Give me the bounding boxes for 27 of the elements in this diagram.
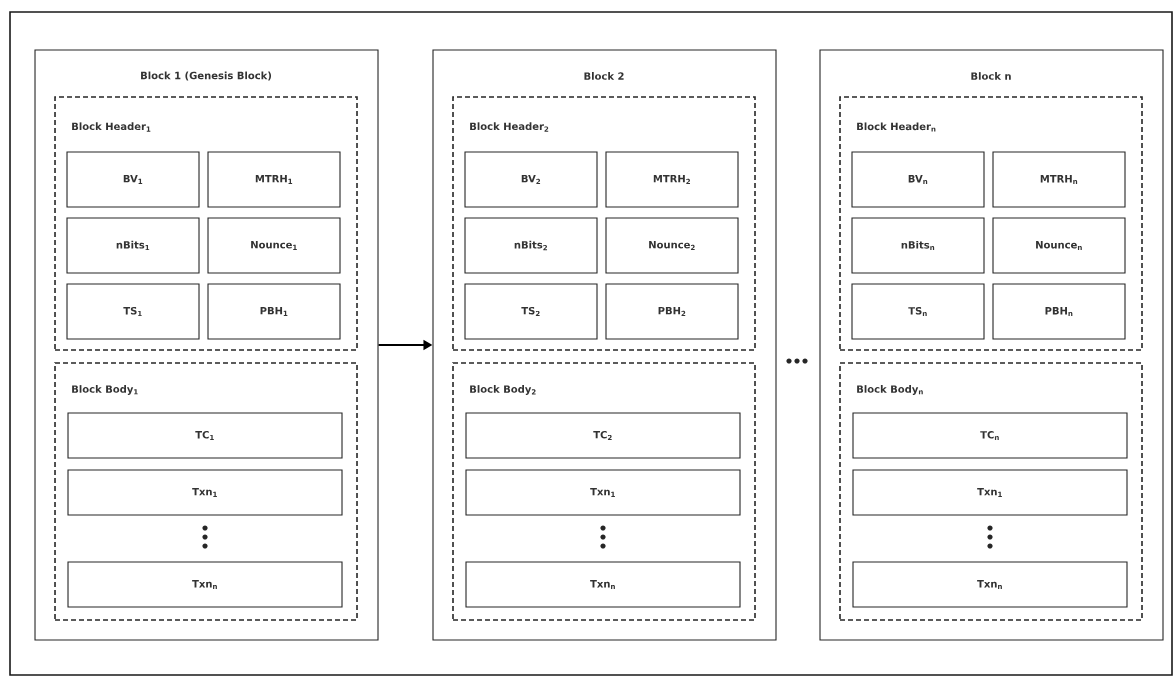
transaction-box: TC$_{2}$: [465, 412, 741, 459]
field-box: PBH$_{2}$: [605, 283, 739, 340]
field-box: nBits$_{2}$: [464, 217, 598, 274]
field-box: Nounce$_{1}$: [207, 217, 341, 274]
transaction-box: TC$_{n}$: [852, 412, 1128, 459]
field-box: MTRH$_{2}$: [605, 151, 739, 208]
transaction-box: Txn$_{1}$: [67, 469, 343, 516]
field-box: TS$_{1}$: [66, 283, 200, 340]
transaction-box: Txn$_{n}$: [465, 561, 741, 608]
field-box: MTRH$_{n}$: [992, 151, 1126, 208]
field-box: BV$_{1}$: [66, 151, 200, 208]
field-box: PBH$_{1}$: [207, 283, 341, 340]
field-box: BV$_{2}$: [464, 151, 598, 208]
field-box: PBH$_{n}$: [992, 283, 1126, 340]
field-box: TS$_{n}$: [851, 283, 985, 340]
transaction-box: Txn$_{n}$: [67, 561, 343, 608]
transaction-box: Txn$_{n}$: [852, 561, 1128, 608]
field-box: nBits$_{1}$: [66, 217, 200, 274]
transaction-box: Txn$_{1}$: [465, 469, 741, 516]
transaction-box: Txn$_{1}$: [852, 469, 1128, 516]
field-box: MTRH$_{1}$: [207, 151, 341, 208]
field-box: nBits$_{n}$: [851, 217, 985, 274]
transaction-box: TC$_{1}$: [67, 412, 343, 459]
field-box: TS$_{2}$: [464, 283, 598, 340]
field-box: Nounce$_{2}$: [605, 217, 739, 274]
field-box: BV$_{n}$: [851, 151, 985, 208]
field-box: Nounce$_{n}$: [992, 217, 1126, 274]
